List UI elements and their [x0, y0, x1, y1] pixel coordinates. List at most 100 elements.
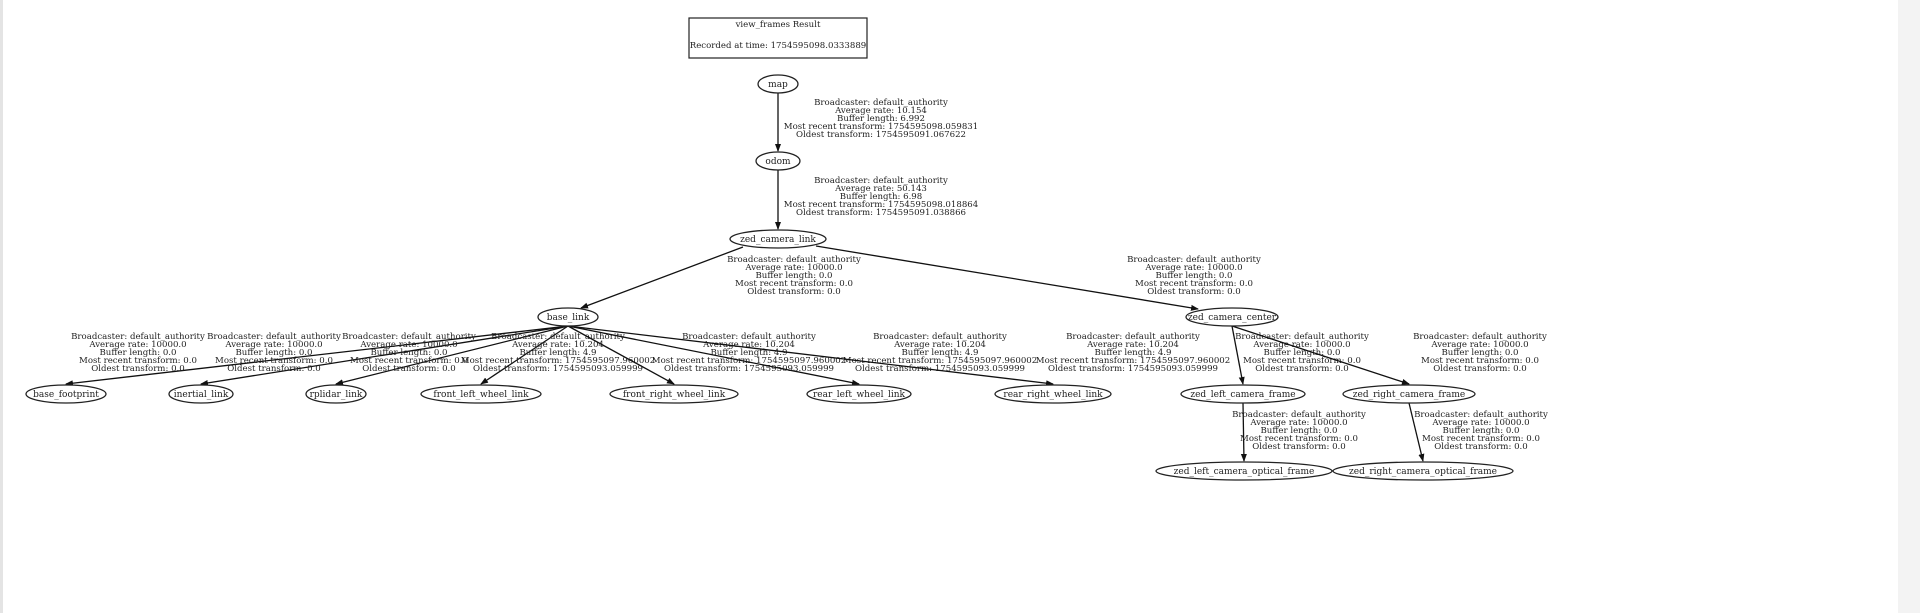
frame-node-zed_camera_link[interactable]: zed_camera_link	[729, 229, 827, 249]
edge-label-line: Oldest transform: 0.0	[227, 364, 321, 374]
frame-node-map[interactable]: map	[757, 74, 799, 94]
edge-zed_camera_link-to-base_link	[580, 246, 744, 309]
edge-label-line: Oldest transform: 1754595093.059999	[473, 364, 643, 374]
frame-node-label: front_left_wheel_link	[433, 390, 529, 400]
edge-label-line: Buffer length: 0.0	[1260, 426, 1337, 436]
frame-node-label: map	[768, 80, 788, 90]
edge-label-line: Oldest transform: 0.0	[1147, 287, 1241, 297]
frame-node-zed_right_camera_frame[interactable]: zed_right_camera_frame	[1342, 384, 1476, 404]
edge-base_link-to-front_right_wheel_link	[567, 325, 675, 385]
edge-label-line: Average rate: 10000.0	[88, 340, 186, 350]
frame-node-zed_left_camera_frame[interactable]: zed_left_camera_frame	[1180, 384, 1306, 404]
frame-node-base_link[interactable]: base_link	[537, 307, 599, 327]
edge-label-line: Buffer length: 0.0	[1263, 348, 1340, 358]
tf-tree-diagram: view_frames Result Recorded at time: 175…	[25, 17, 1548, 481]
edge-label-line: Broadcaster: default_authority	[207, 332, 341, 342]
frame-node-front_right_wheel_link[interactable]: front_right_wheel_link	[609, 384, 739, 404]
edge-base_link-to-front_left_wheel_link	[480, 325, 569, 385]
edge-label-line: Buffer length: 0.0	[370, 348, 447, 358]
edge-label-line: Most recent transform: 0.0	[1240, 434, 1358, 444]
edge-base_link-to-rear_right_wheel_link	[567, 325, 1054, 387]
edge-label-line: Broadcaster: default_authority	[873, 332, 1007, 342]
edge-label-line: Broadcaster: default_authority	[814, 176, 948, 186]
frame-node-label: odom	[765, 157, 791, 167]
frame-node-label: rear_right_wheel_link	[1003, 390, 1103, 400]
edge-zed_right_camera_frame-to-zed_right_camera_optical_frame	[1408, 402, 1425, 462]
edge-label-line: Buffer length: 4.9	[1094, 348, 1171, 358]
frame-node-label: zed_right_camera_frame	[1353, 390, 1465, 400]
edge-label-line: Most recent transform: 0.0	[1135, 279, 1253, 289]
frame-node-rear_left_wheel_link[interactable]: rear_left_wheel_link	[806, 384, 912, 404]
edge-label-line: Buffer length: 6.992	[837, 114, 925, 124]
frame-node-label: zed_camera_link	[740, 235, 816, 245]
edge-label-line: Most recent transform: 1754595098.059831	[784, 122, 978, 132]
edge-label-line: Buffer length: 0.0	[235, 348, 312, 358]
frame-node-label: base_link	[547, 313, 590, 323]
edge-label-line: Average rate: 50.143	[834, 184, 927, 194]
edge-label-line: Oldest transform: 0.0	[1252, 442, 1346, 452]
edge-label-line: Oldest transform: 0.0	[1434, 442, 1528, 452]
frame-node-zed_right_camera_optical_frame[interactable]: zed_right_camera_optical_frame	[1332, 461, 1514, 481]
edge-label-line: Most recent transform: 0.0	[215, 356, 333, 366]
edge-label-line: Most recent transform: 0.0	[79, 356, 197, 366]
edge-label-line: Average rate: 10.154	[834, 106, 927, 116]
edge-label-line: Oldest transform: 1754595093.059999	[855, 364, 1025, 374]
edge-label-line: Buffer length: 4.9	[901, 348, 978, 358]
edge-label-line: Broadcaster: default_authority	[1413, 332, 1547, 342]
edge-label-line: Most recent transform: 0.0	[350, 356, 468, 366]
edge-label-line: Average rate: 10000.0	[1431, 418, 1529, 428]
frame-node-label: rear_left_wheel_link	[813, 390, 906, 400]
edge-label-line: Broadcaster: default_authority	[491, 332, 625, 342]
frame-node-zed_camera_center[interactable]: zed_camera_center	[1185, 307, 1279, 327]
edge-label-line: Most recent transform: 1754595098.018864	[784, 200, 979, 210]
frame-node-label: inertial_link	[174, 390, 229, 400]
edge-label-line: Most recent transform: 1754595097.960002	[461, 356, 655, 366]
edge-label-line: Broadcaster: default_authority	[1414, 410, 1548, 420]
edge-label-line: Most recent transform: 1754595097.960002	[652, 356, 846, 366]
edge-zed_camera_center-to-zed_left_camera_frame	[1231, 325, 1245, 385]
edge-label-line: Buffer length: 0.0	[755, 271, 832, 281]
frame-node-base_footprint[interactable]: base_footprint	[25, 384, 107, 404]
edge-label-line: Average rate: 10.204	[893, 340, 986, 350]
edge-label-line: Oldest transform: 0.0	[91, 364, 185, 374]
frame-node-zed_left_camera_optical_frame[interactable]: zed_left_camera_optical_frame	[1155, 461, 1333, 481]
edge-label-line: Broadcaster: default_authority	[814, 98, 948, 108]
edge-base_link-to-base_footprint	[65, 325, 569, 387]
frame-node-label: rplidar_link	[310, 390, 363, 400]
header-box: view_frames Result Recorded at time: 175…	[688, 17, 868, 59]
edge-label-line: Buffer length: 0.0	[1155, 271, 1232, 281]
edge-label-line: Oldest transform: 1754595091.067622	[796, 130, 966, 140]
frame-node-label: front_right_wheel_link	[623, 390, 726, 400]
edge-label-line: Most recent transform: 0.0	[1422, 434, 1540, 444]
frame-node-label: base_footprint	[33, 390, 99, 400]
edge-label-line: Average rate: 10.204	[702, 340, 795, 350]
frame-node-label: zed_camera_center	[1188, 313, 1277, 323]
header-title: view_frames Result	[735, 20, 821, 30]
edge-zed_camera_center-to-zed_right_camera_frame	[1231, 325, 1410, 385]
edge-label-line: Buffer length: 6.98	[840, 192, 923, 202]
frame-node-front_left_wheel_link[interactable]: front_left_wheel_link	[420, 384, 542, 404]
frame-node-rplidar_link[interactable]: rplidar_link	[305, 384, 367, 404]
frame-node-odom[interactable]: odom	[755, 151, 801, 171]
frame-node-rear_right_wheel_link[interactable]: rear_right_wheel_link	[994, 384, 1112, 404]
edge-label-line: Oldest transform: 1754595093.059999	[664, 364, 834, 374]
edge-label-line: Most recent transform: 1754595097.960002	[843, 356, 1037, 366]
edge-label-line: Most recent transform: 1754595097.960002	[1036, 356, 1230, 366]
edge-label-line: Oldest transform: 1754595091.038866	[796, 208, 966, 218]
edge-label-line: Average rate: 10000.0	[224, 340, 322, 350]
frame-node-label: zed_left_camera_optical_frame	[1174, 467, 1315, 477]
edge-label-line: Broadcaster: default_authority	[1066, 332, 1200, 342]
edge-label-line: Broadcaster: default_authority	[1235, 332, 1369, 342]
frame-node-inertial_link[interactable]: inertial_link	[168, 384, 234, 404]
edge-base_link-to-rplidar_link	[335, 325, 569, 386]
edge-label-line: Most recent transform: 0.0	[1421, 356, 1539, 366]
edge-label-line: Buffer length: 0.0	[1441, 348, 1518, 358]
edge-label-line: Broadcaster: default_authority	[727, 255, 861, 265]
edge-label-line: Average rate: 10000.0	[1144, 263, 1242, 273]
edge-label-line: Most recent transform: 0.0	[1243, 356, 1361, 366]
edge-zed_camera_link-to-zed_camera_center	[815, 245, 1199, 311]
frame-node-label: zed_left_camera_frame	[1190, 390, 1295, 400]
edge-label-line: Oldest transform: 0.0	[1255, 364, 1349, 374]
header-recorded-time: Recorded at time: 1754595098.0333889	[690, 41, 867, 51]
